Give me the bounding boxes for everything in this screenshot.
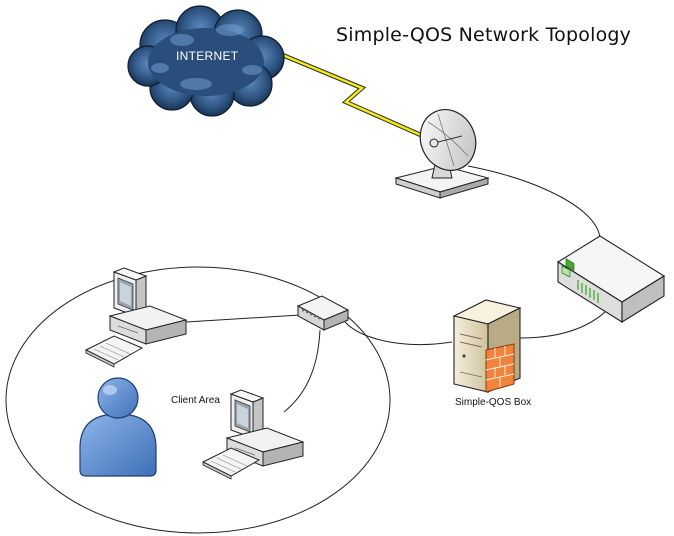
server-firewall-icon bbox=[452, 299, 522, 393]
link-satellite-modem bbox=[467, 165, 601, 241]
connections bbox=[185, 165, 613, 413]
desktop-computer-icon bbox=[201, 389, 305, 480]
client-area-label: Client Area bbox=[171, 395, 220, 406]
internet-label: INTERNET bbox=[176, 49, 239, 63]
link-qosbox-switch bbox=[344, 321, 453, 345]
network-switch-icon bbox=[296, 295, 350, 331]
link-internet-satellite-lightning bbox=[279, 51, 433, 143]
cloud-icon bbox=[127, 5, 285, 117]
link-modem-qosbox bbox=[519, 304, 613, 339]
link-switch-workstation1 bbox=[185, 314, 301, 323]
modem-icon bbox=[556, 235, 666, 323]
user-icon bbox=[79, 377, 157, 477]
client-area-boundary bbox=[5, 266, 391, 534]
qos-box-label: Simple-QOS Box bbox=[455, 397, 532, 408]
diagram-title: Simple-QOS Network Topology bbox=[336, 24, 632, 46]
link-switch-workstation2 bbox=[283, 329, 321, 413]
satellite-dish-icon bbox=[394, 109, 490, 199]
desktop-computer-icon bbox=[84, 267, 188, 368]
